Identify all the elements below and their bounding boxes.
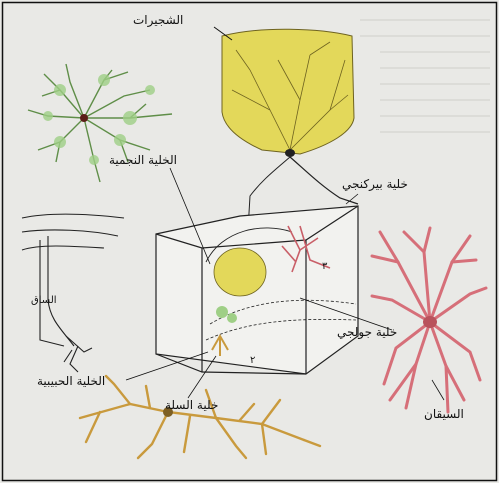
label-golgi-cell: خلية جولجي bbox=[337, 326, 397, 338]
label-purkinje-cell: خلية بيركنجي bbox=[342, 178, 408, 190]
stellate-soma bbox=[80, 114, 88, 122]
purkinje-dendrite-tree bbox=[222, 29, 354, 154]
label-dendrites: الشجيرات bbox=[133, 14, 183, 26]
label-granule-cell: الخلية الحبيبية bbox=[37, 375, 105, 387]
purkinje-cell-drawing bbox=[214, 27, 358, 230]
basket-cell-drawing bbox=[80, 376, 320, 458]
granule-cell-drawing bbox=[22, 214, 124, 372]
label-stellate-cell: الخلية النجمية bbox=[109, 154, 177, 166]
numeral-mark-2: ۲ bbox=[250, 356, 255, 366]
block-purkinje-fill bbox=[214, 248, 266, 296]
label-axon: السيقان bbox=[424, 408, 464, 420]
purkinje-soma bbox=[285, 149, 295, 157]
label-basket-cell: خلية السلة bbox=[165, 399, 218, 411]
label-axon-small: الساق bbox=[31, 296, 57, 306]
golgi-soma bbox=[423, 316, 437, 328]
background-text-lines bbox=[360, 20, 490, 132]
numeral-mark-3: ۳ bbox=[322, 262, 327, 272]
